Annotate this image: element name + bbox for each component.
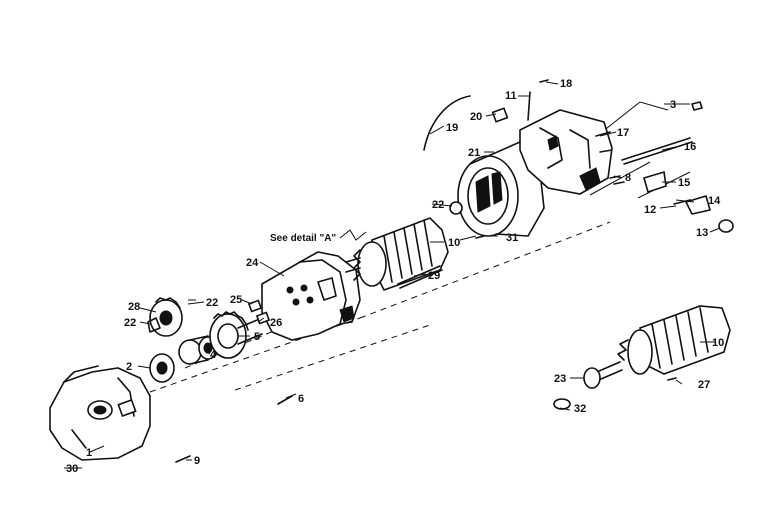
label-29: 29 <box>428 270 440 282</box>
label-4: 4 <box>210 349 217 361</box>
small-parts-center <box>449 201 485 239</box>
label-12: 12 <box>644 204 656 216</box>
pins <box>175 395 293 463</box>
armature-upper <box>345 217 449 291</box>
label-23: 23 <box>554 373 566 385</box>
label-6: 6 <box>298 393 304 405</box>
end-plate <box>261 251 361 341</box>
nut-20 <box>491 107 509 123</box>
solenoid-housing <box>519 109 613 195</box>
label-28: 28 <box>128 301 140 313</box>
label-2: 2 <box>126 361 132 373</box>
label-5: 5 <box>254 331 260 343</box>
label-16: 16 <box>684 141 696 153</box>
idler-gear <box>147 297 183 337</box>
label-24: 24 <box>246 257 259 269</box>
label-10-top: 10 <box>448 237 460 249</box>
label-3: 3 <box>670 99 676 111</box>
leader-lines <box>64 81 721 469</box>
label-25: 25 <box>230 294 242 306</box>
label-19: 19 <box>446 122 458 134</box>
bearing-washer <box>553 367 601 410</box>
label-9: 9 <box>194 455 200 467</box>
label-8: 8 <box>625 172 631 184</box>
label-21: 21 <box>468 147 480 159</box>
part-labels: See detail "A" 18 11 20 19 21 3 17 16 8 … <box>66 78 724 475</box>
label-11: 11 <box>505 90 517 102</box>
label-32: 32 <box>574 403 586 415</box>
label-22-left: 22 <box>124 317 136 329</box>
collar <box>178 335 218 365</box>
label-14: 14 <box>708 195 721 207</box>
label-22-mid: 22 <box>206 297 218 309</box>
small-hardware <box>609 101 734 233</box>
bushing <box>149 353 175 383</box>
label-18: 18 <box>560 78 572 90</box>
drive-end-housing <box>49 365 151 461</box>
label-17: 17 <box>617 127 629 139</box>
armature-lower <box>591 305 731 383</box>
label-10-bottom: 10 <box>712 337 724 349</box>
detail-bracket <box>339 229 367 241</box>
through-bolt <box>621 137 693 165</box>
label-20: 20 <box>470 111 482 123</box>
label-27: 27 <box>698 379 710 391</box>
label-13: 13 <box>696 227 708 239</box>
label-31: 31 <box>506 232 518 244</box>
label-26: 26 <box>270 317 282 329</box>
label-30: 30 <box>66 463 78 475</box>
detail-callout: See detail "A" <box>270 233 336 244</box>
label-15: 15 <box>678 177 690 189</box>
label-22-top: 22 <box>432 199 444 211</box>
label-1: 1 <box>86 447 92 459</box>
terminal-wire <box>527 79 549 121</box>
wire-lead <box>423 95 471 151</box>
